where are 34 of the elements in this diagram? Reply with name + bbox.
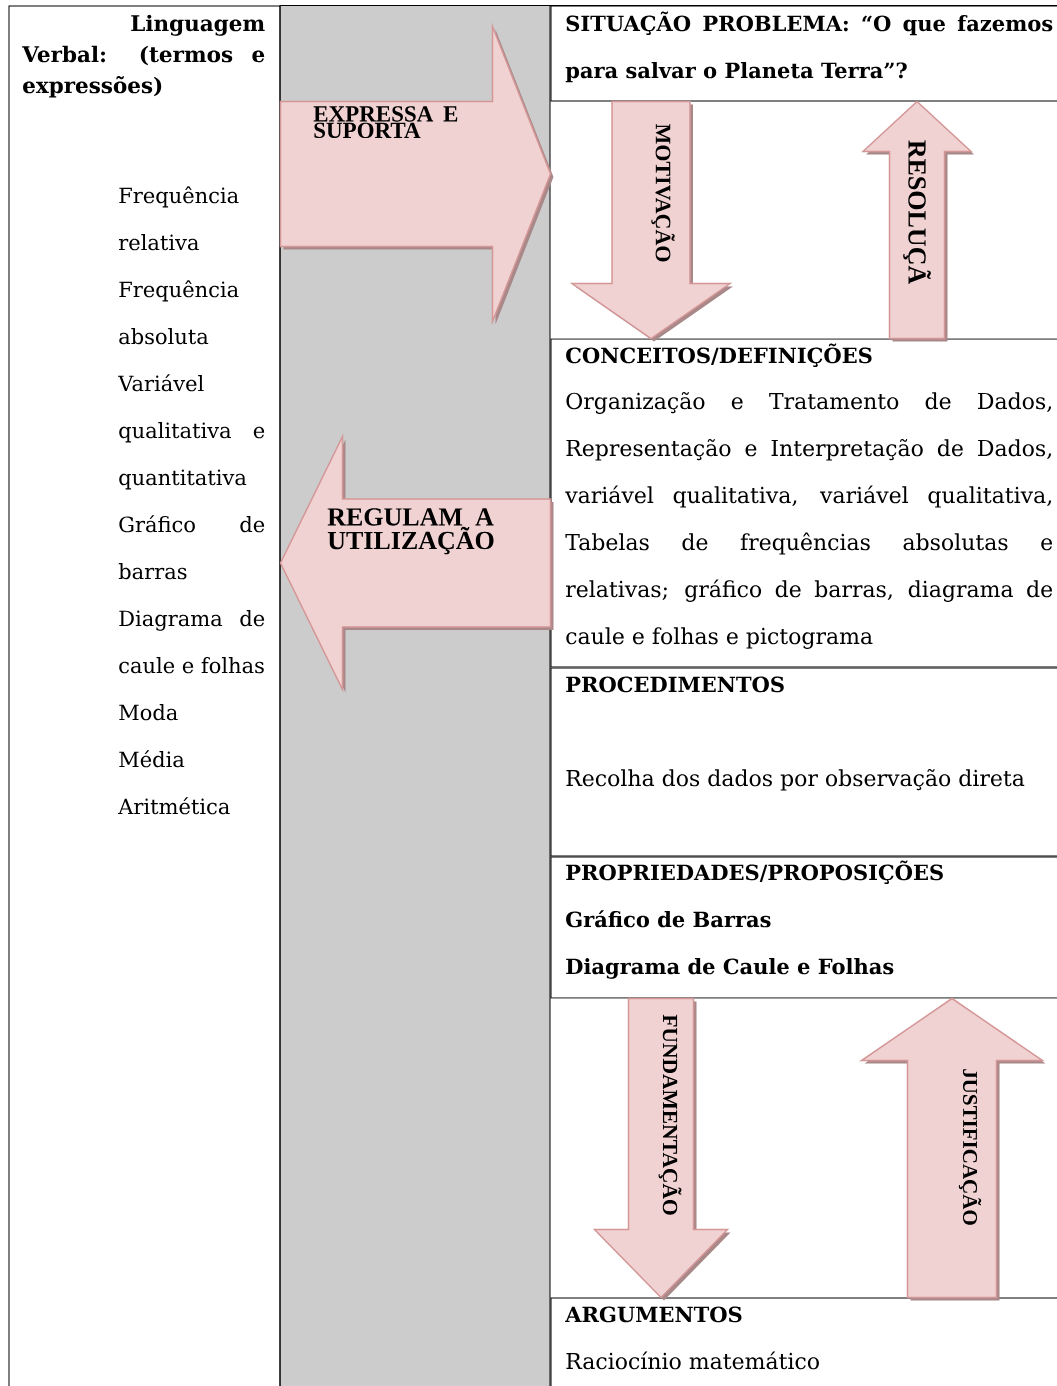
cell-text: Diagrama de Caule e Folhas	[566, 958, 894, 979]
cell-heading: ARGUMENTOS	[565, 1306, 742, 1323]
edge-label: FUNDAMENTAÇÃO	[658, 1014, 682, 1215]
table-cell	[550, 667, 1057, 857]
cell-text: Organização e Tratamento de Dados, Representação e Interpretação de Dados, variável qualitativa, variável qualitativa, Tabelas de frequências absolutas e relativas; gráfico de barras, diagrama de caule e folhas e pictograma	[565, 391, 1053, 649]
edge-label: EXPRESSA E SUPORTA	[313, 106, 458, 139]
block-arrow	[279, 433, 554, 693]
list-item: Média Aritmética	[118, 750, 230, 815]
cell-heading: PROCEDIMENTOS	[566, 676, 784, 693]
cell-text: Raciocínio matemático	[566, 1351, 819, 1370]
cell-heading: SITUAÇÃO PROBLEMA: “O que fazemos para salvar o Planeta Terra”?	[565, 11, 1053, 83]
block-arrow	[569, 100, 733, 342]
edge-label: RESOLUÇÃ	[903, 140, 931, 285]
list-item: Frequência relativa	[118, 186, 239, 251]
block-arrow	[279, 22, 554, 326]
cell-text: Gráfico de Barras	[566, 910, 771, 928]
list-item: Moda	[119, 704, 178, 721]
block-arrow	[861, 100, 974, 342]
cell-text: Recolha dos dados por observação direta	[566, 768, 1025, 791]
block-arrow	[859, 997, 1046, 1301]
block-arrow	[592, 997, 731, 1301]
table-cell	[550, 5, 1057, 102]
edge-label: JUSTIFICAÇÃO	[958, 1069, 982, 1225]
cell-heading: PROPRIEDADES/PROPOSIÇÕES	[566, 860, 943, 885]
list-item: Frequência absoluta	[119, 280, 239, 345]
list-item: Diagrama de caule e folhas	[119, 610, 265, 674]
list-item: Gráfico de barras	[118, 515, 265, 580]
table-cell	[550, 856, 1057, 999]
cell-heading: CONCEITOS/DEFINIÇÕES	[566, 343, 872, 368]
edge-label: REGULAM A UTILIZAÇÃO	[327, 508, 494, 555]
edge-label: MOTIVAÇÃO	[651, 123, 675, 262]
table-cell	[8, 5, 281, 1386]
list-item: Variável qualitativa e quantitativa	[118, 374, 265, 490]
cell-heading: Linguagem Verbal: (termos e expressões)	[22, 14, 265, 98]
